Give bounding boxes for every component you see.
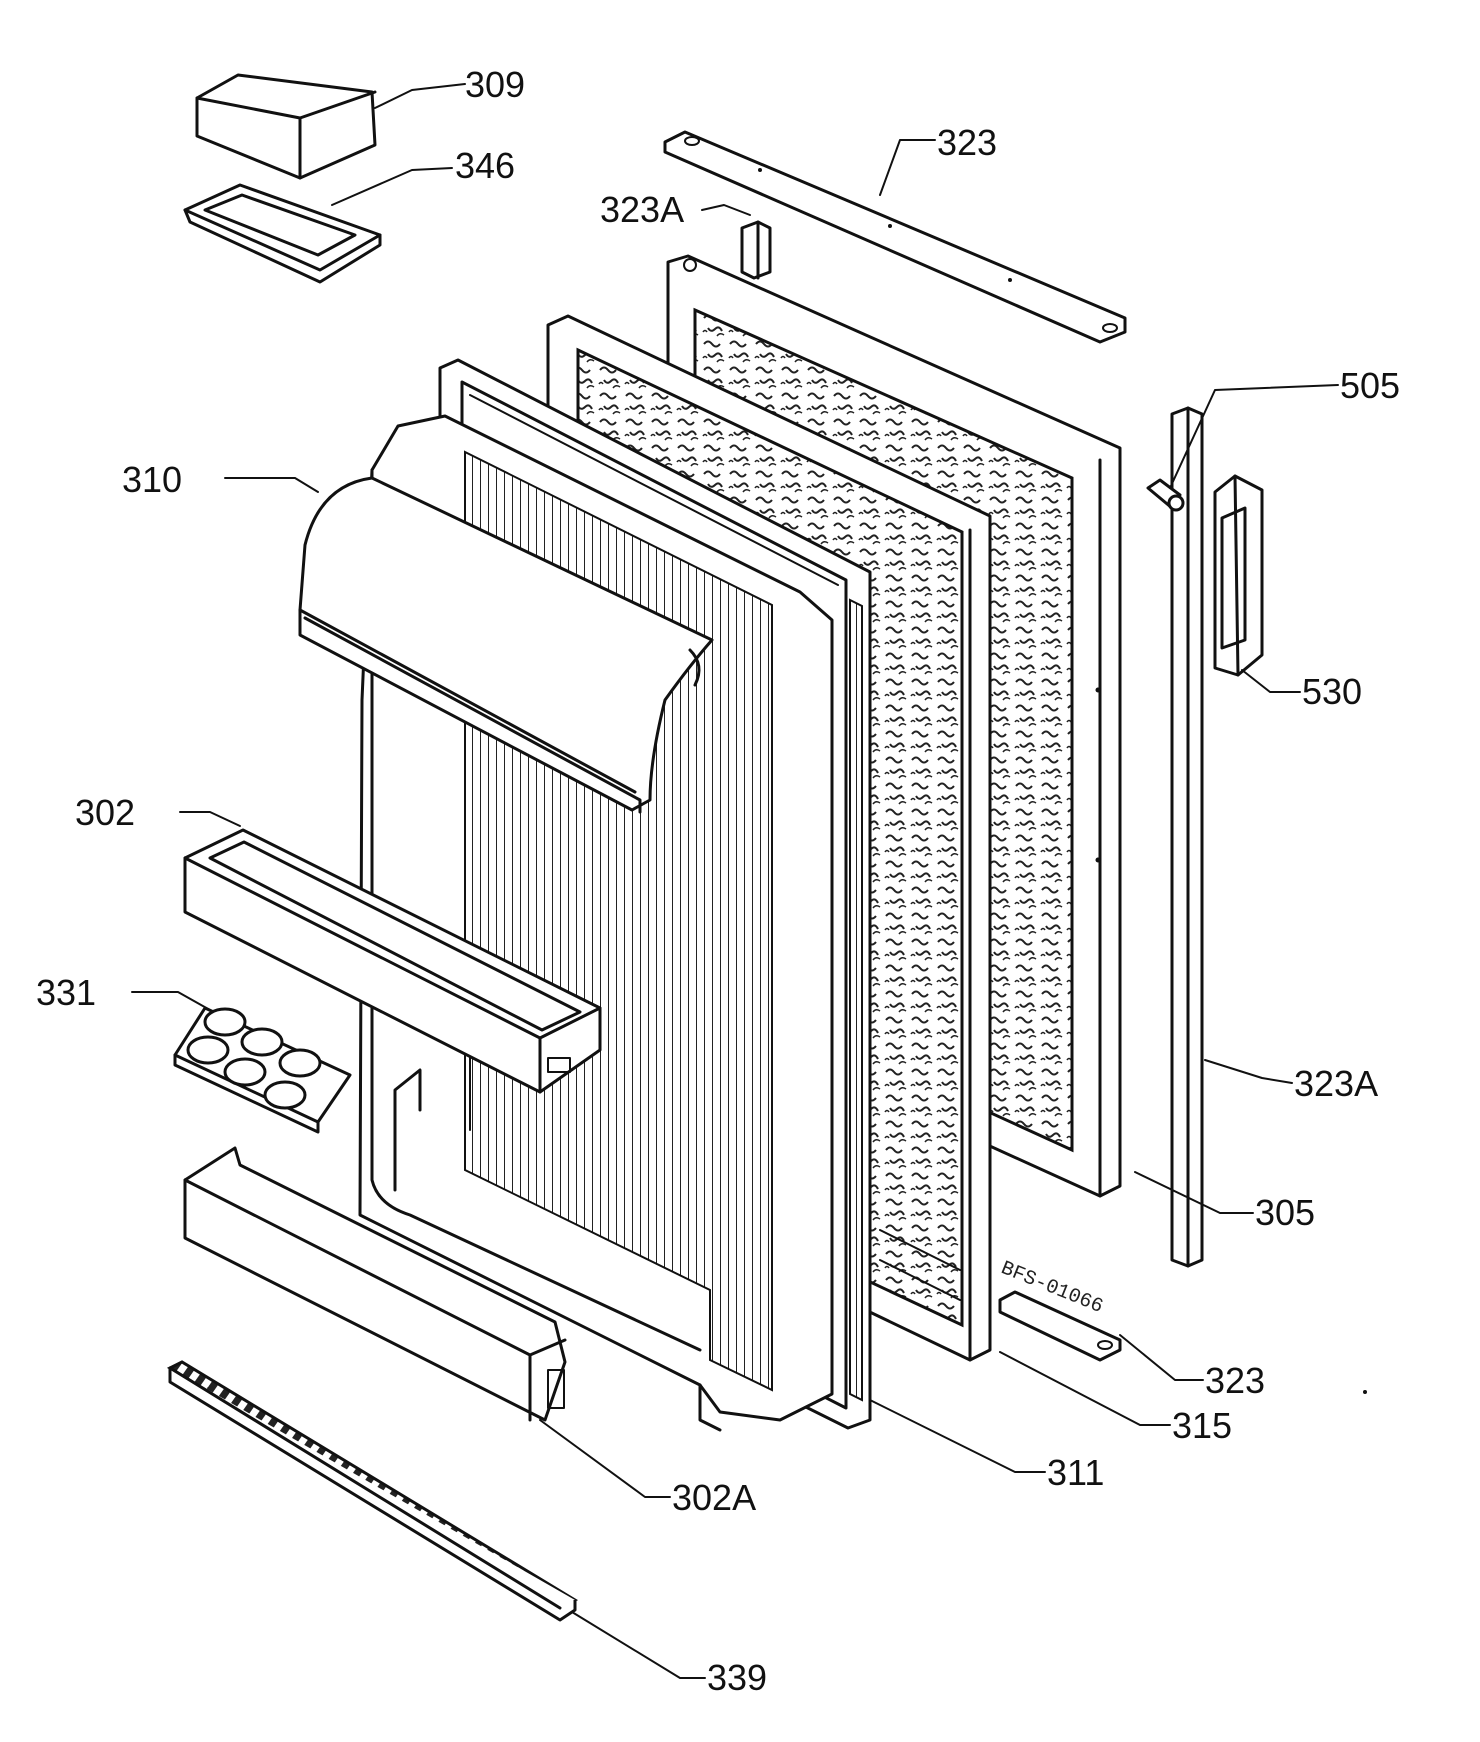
- part-323a-top-post: [740, 220, 772, 280]
- leader-lines: [131, 83, 1339, 1679]
- label-323a-right: 323A: [1294, 1063, 1378, 1104]
- part-346-dairy-tray: [183, 183, 382, 284]
- label-323a-top: 323A: [600, 189, 684, 230]
- label-305: 305: [1255, 1192, 1315, 1233]
- part-339-grille: [166, 1360, 579, 1622]
- label-315: 315: [1172, 1405, 1232, 1446]
- part-309-dairy-lid: [195, 73, 377, 180]
- part-302-upper-shelf: [183, 828, 602, 1094]
- part-302a-lower-shelf: [183, 1146, 567, 1422]
- label-302a: 302A: [672, 1477, 756, 1518]
- label-310: 310: [122, 459, 182, 500]
- stray-dot: [1363, 1390, 1367, 1394]
- part-530-handle: [1213, 474, 1264, 677]
- label-302: 302: [75, 792, 135, 833]
- label-309: 309: [465, 64, 525, 105]
- part-323a-right-strip: [1170, 406, 1204, 1268]
- part-323-top-hinge-bar: [663, 130, 1127, 344]
- label-323-top: 323: [937, 122, 997, 163]
- label-346: 346: [455, 145, 515, 186]
- part-labels: 309 346 323 323A 505 310 530 302 331 323…: [36, 64, 1400, 1698]
- part-331-egg-tray: [173, 1006, 352, 1134]
- label-505: 505: [1340, 365, 1400, 406]
- label-530: 530: [1302, 671, 1362, 712]
- label-339: 339: [707, 1657, 767, 1698]
- part-505-pin: [1146, 478, 1185, 512]
- label-331: 331: [36, 972, 96, 1013]
- part-323-bottom-hinge-bar: [998, 1290, 1122, 1362]
- label-323-bottom: 323: [1205, 1360, 1265, 1401]
- label-311: 311: [1047, 1452, 1104, 1493]
- part-310-dairy-flap: [298, 476, 714, 814]
